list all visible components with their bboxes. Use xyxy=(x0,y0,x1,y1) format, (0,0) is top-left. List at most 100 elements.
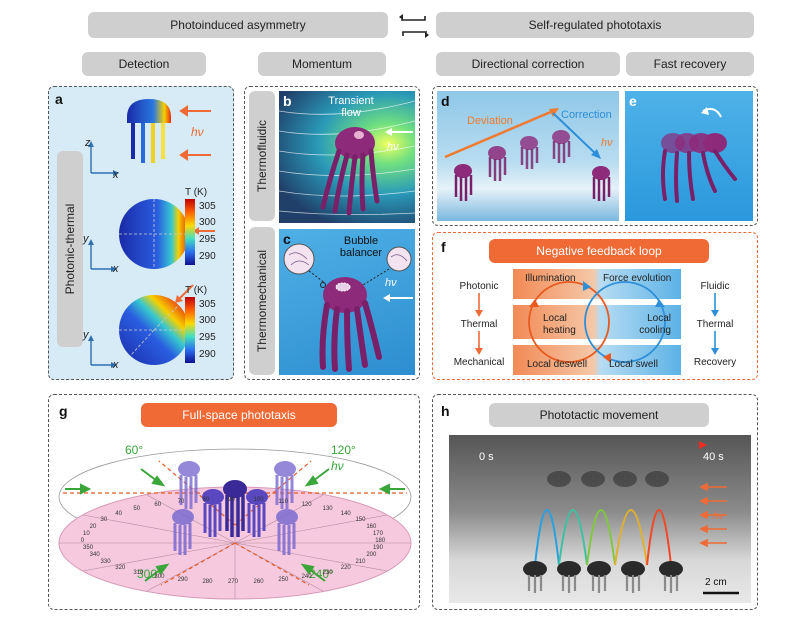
dial-jellyfish xyxy=(172,461,298,555)
panel-e-figure xyxy=(661,107,737,203)
axes-zx-icon xyxy=(88,141,119,176)
angle-60-label: 60° xyxy=(125,443,144,457)
dial-tick-310: 310 xyxy=(133,569,144,576)
thermomechanical-text: Thermomechanical xyxy=(255,249,269,353)
deviation-label: Deviation xyxy=(467,115,513,127)
local-heating-label: Local heating xyxy=(543,313,576,336)
temperature-map-bottom xyxy=(119,295,189,365)
dial-tick-10: 10 xyxy=(83,530,90,537)
panel-d-image: d Deviation Correction hν xyxy=(437,91,619,221)
panel-e-label: e xyxy=(629,93,637,109)
left-mechanical: Mechanical xyxy=(453,357,505,368)
dial-tick-340: 340 xyxy=(89,552,100,559)
dial-tick-200: 200 xyxy=(366,552,377,559)
transient-flow-label: Transient flow xyxy=(328,95,374,119)
dial-tick-50: 50 xyxy=(133,506,141,513)
colorbar-2-tick-290: 290 xyxy=(199,349,216,360)
phototaxis-dial xyxy=(58,448,412,600)
scale-bar-label: 2 cm xyxy=(705,577,727,588)
axis-y-label-1: y xyxy=(83,233,89,245)
dial-tick-180: 180 xyxy=(375,538,386,544)
axis-x-label-3: x xyxy=(113,359,119,371)
hv-label-b: hν xyxy=(387,141,399,153)
hv-label-h: hν xyxy=(713,511,724,522)
dial-tick-320: 320 xyxy=(115,564,126,571)
panel-h-figure xyxy=(473,441,739,595)
header-detection: Detection xyxy=(82,52,206,76)
dial-tick-70: 70 xyxy=(177,499,185,506)
panel-e-image: e xyxy=(625,91,753,221)
axes-yx-icon-1 xyxy=(88,239,117,272)
dial-tick-350: 350 xyxy=(83,545,94,552)
dial-tick-170: 170 xyxy=(372,530,383,537)
dial-tick-260: 260 xyxy=(253,578,264,585)
dial-tick-100: 100 xyxy=(253,497,264,504)
dial-tick-130: 130 xyxy=(322,506,333,513)
angle-240-label: 240° xyxy=(309,567,334,581)
colorbar-2-tick-305: 305 xyxy=(199,299,216,310)
panel-d-label: d xyxy=(441,93,450,109)
dial-tick-270: 270 xyxy=(228,579,239,586)
bubble-balancer-label: Bubble balancer xyxy=(339,235,383,259)
thermofluidic-label: Thermofluidic xyxy=(249,91,275,221)
dial-tick-110: 110 xyxy=(278,499,288,506)
colorbar-2-tick-295: 295 xyxy=(199,332,216,343)
panel-f: f Negative feedback loop Photonic Therma… xyxy=(432,232,758,380)
header-momentum: Momentum xyxy=(258,52,386,76)
time-start-label: 0 s xyxy=(479,451,494,463)
cycle-arrows-icon xyxy=(399,14,429,38)
right-recovery: Recovery xyxy=(693,357,737,368)
colorbar-1-tick-305: 305 xyxy=(199,201,216,212)
temperature-map-top xyxy=(119,199,189,269)
panel-h-image: 0 s 40 s hν 2 cm xyxy=(449,435,751,603)
hv-label-g: hν xyxy=(331,459,344,473)
dial-tick-240: 240 xyxy=(301,573,312,580)
dial-tick-250: 250 xyxy=(278,576,289,583)
right-arrows-icon xyxy=(711,293,719,355)
hv-label-a: hν xyxy=(191,125,204,139)
panel-b-image: b Transient flow hν xyxy=(279,91,415,223)
panel-a: a Photonic-thermal hν z x xyxy=(48,86,234,380)
colorbar-1-tick-290: 290 xyxy=(199,251,216,262)
colorbar-2 xyxy=(185,297,195,363)
dial-tick-300: 300 xyxy=(154,573,165,580)
photonic-thermal-label: Photonic-thermal xyxy=(57,151,83,347)
right-thermal: Thermal xyxy=(696,319,734,330)
hv-label-c: hν xyxy=(385,277,397,289)
dial-tick-0: 0 xyxy=(80,538,85,544)
dial-tick-190: 190 xyxy=(372,545,383,552)
feedback-loop-band-mid xyxy=(513,305,681,339)
dial-tick-220: 220 xyxy=(340,564,351,571)
dial-tick-210: 210 xyxy=(355,558,366,565)
angle-300-label: 300° xyxy=(137,567,162,581)
force-evolution-label: Force evolution xyxy=(603,273,672,284)
negative-feedback-loop-title: Negative feedback loop xyxy=(489,239,709,263)
dial-tick-80: 80 xyxy=(202,497,210,504)
light-arrow-a2 xyxy=(193,227,215,235)
feedback-loop-circles xyxy=(528,281,666,363)
dial-tick-90: 90 xyxy=(228,496,235,503)
thermomechanical-label: Thermomechanical xyxy=(249,227,275,375)
axis-x-label-2: x xyxy=(113,263,119,275)
panel-g-label: g xyxy=(59,403,68,419)
panel-a-label: a xyxy=(55,91,63,107)
dial-tick-330: 330 xyxy=(100,558,111,565)
axis-z-label: z xyxy=(85,137,91,149)
hv-label-d: hν xyxy=(601,137,613,149)
light-arrow-b xyxy=(385,128,413,136)
left-thermal: Thermal xyxy=(460,319,498,330)
dial-tick-20: 20 xyxy=(89,523,97,530)
dial-tick-290: 290 xyxy=(177,576,188,583)
time-end-label: 40 s xyxy=(703,451,724,463)
local-deswell-label: Local deswell xyxy=(527,359,588,370)
jellyfish-b xyxy=(320,127,380,216)
colorbar-1-tick-295: 295 xyxy=(199,234,216,245)
dial-tick-150: 150 xyxy=(355,517,366,524)
light-arrow-a3 xyxy=(175,284,194,303)
colorbar-2-tick-300: 300 xyxy=(199,315,216,326)
angle-120-label: 120° xyxy=(331,443,356,457)
dial-tick-160: 160 xyxy=(366,523,377,530)
panel-h-label: h xyxy=(441,403,450,419)
header-photoinduced-asymmetry: Photoinduced asymmetry xyxy=(88,12,388,38)
panel-bc: Thermofluidic Thermomechanical b Transie… xyxy=(244,86,420,380)
